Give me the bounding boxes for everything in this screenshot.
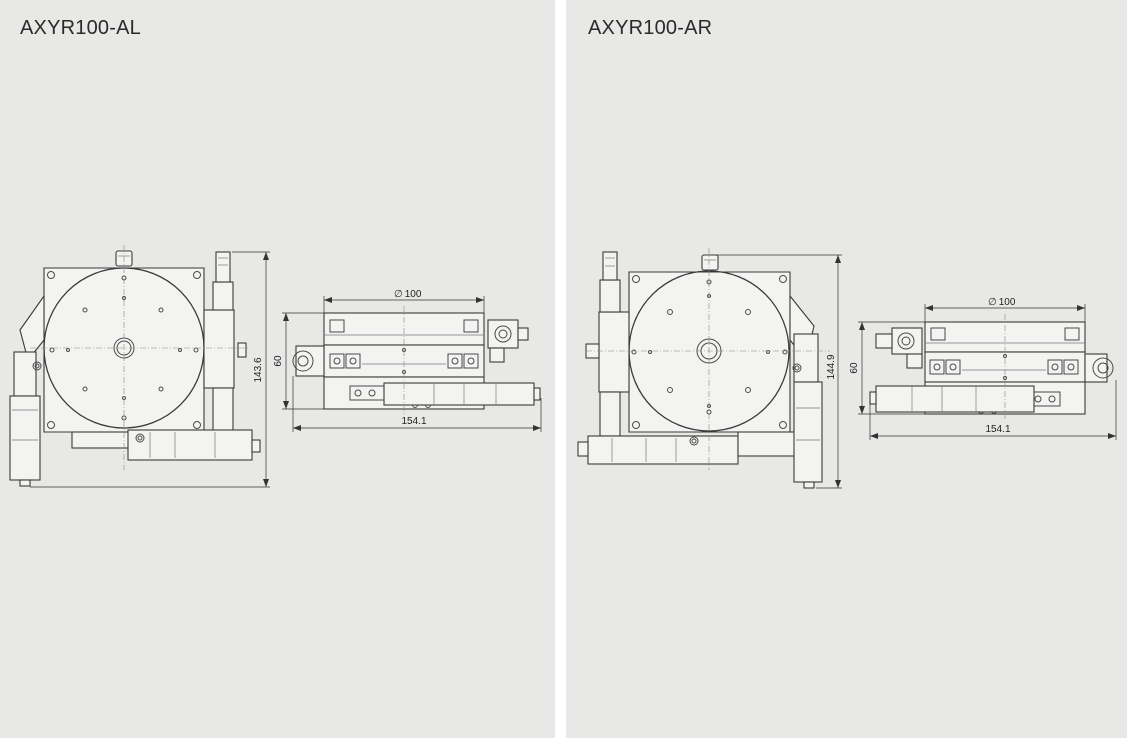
mounting-holes [49,275,199,421]
svg-text:∅100: ∅100 [394,289,422,300]
right-micrometer-spindle [215,251,231,283]
dim-side-height-label: 60 [849,362,860,374]
dim-diameter-label: 100 [999,297,1016,308]
panel-title: AXYR100-AR [588,17,713,39]
top-view-drawing: 144.9 [577,248,842,489]
bottom-micrometer [127,429,253,461]
corner-hole [193,271,201,279]
dim-diameter-label: 100 [405,289,422,300]
side-view-drawing: ∅100 [273,289,542,432]
side-view-drawing: ∅100 [849,297,1117,440]
diameter-symbol: ∅ [394,289,403,300]
panel-axyr100-al: AXYR100-AL [0,0,555,738]
dim-side-width-label: 154.1 [985,424,1010,435]
dim-side-height-label: 60 [273,355,284,367]
corner-hole [193,421,201,429]
panel-title: AXYR100-AL [20,17,141,39]
corner-hole [47,421,55,429]
corner-hole [47,271,55,279]
diameter-symbol: ∅ [988,297,997,308]
svg-text:∅100: ∅100 [988,297,1016,308]
left-bracket [598,311,630,393]
top-view-drawing: 143.6 [9,245,270,488]
dim-side-width-label: 154.1 [401,416,426,427]
top-clamp-knob [701,254,719,271]
dim-height-label: 143.6 [253,357,264,382]
panel-axyr100-ar: AXYR100-AR [566,0,1127,738]
dim-height-label: 144.9 [826,354,837,379]
